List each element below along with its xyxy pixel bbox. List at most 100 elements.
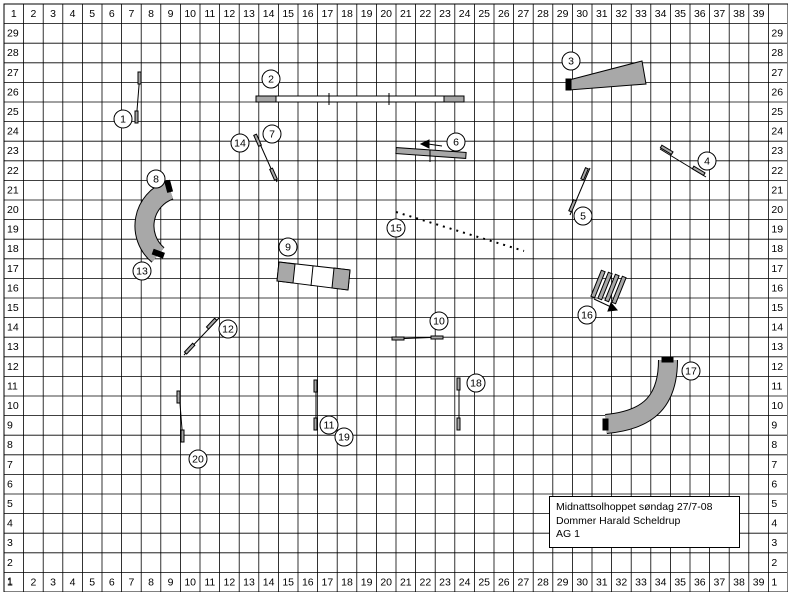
row-label-left: 19 — [7, 224, 19, 236]
row-label-left: 16 — [7, 282, 19, 294]
column-label-top: 37 — [714, 8, 726, 20]
obstacle-number-label: 19 — [338, 432, 350, 444]
obstacle-number-8: 8 — [146, 169, 166, 189]
obstacle-number-3: 3 — [561, 51, 581, 71]
obstacle-number-label: 5 — [580, 211, 586, 223]
column-label-top: 16 — [302, 8, 314, 20]
column-label-top: 10 — [184, 8, 196, 20]
row-labels-left: 2928272625242322212019181716151413121110… — [7, 28, 19, 589]
obstacle-number-label: 14 — [234, 138, 246, 150]
column-label-bottom: 11 — [204, 576, 215, 588]
jump-12 — [183, 317, 220, 356]
row-label-left: 22 — [7, 165, 19, 177]
row-label-right: 2 — [771, 557, 777, 569]
row-label-left: 15 — [7, 302, 19, 314]
closed-tunnel-9 — [276, 261, 351, 291]
row-label-right: 26 — [771, 86, 783, 98]
column-label-bottom: 39 — [753, 576, 765, 588]
column-label-bottom: 3 — [50, 576, 56, 588]
column-label-bottom: 10 — [184, 576, 196, 588]
jump-7-14 — [253, 133, 279, 183]
column-label-bottom: 15 — [282, 576, 294, 588]
column-label-top: 14 — [263, 8, 275, 20]
column-label-bottom: 22 — [420, 576, 432, 588]
row-label-left: 1 — [7, 576, 13, 588]
column-label-bottom: 6 — [109, 576, 115, 588]
row-label-left: 4 — [7, 518, 13, 530]
obstacle-number-label: 8 — [153, 174, 159, 186]
obstacle-number-label: 10 — [433, 316, 445, 328]
column-label-top: 39 — [753, 8, 765, 20]
column-label-top: 17 — [322, 8, 334, 20]
row-label-right: 21 — [771, 184, 783, 196]
row-label-left: 13 — [7, 341, 19, 353]
column-label-bottom: 31 — [596, 576, 608, 588]
column-label-top: 24 — [459, 8, 471, 20]
obstacle-number-6: 6 — [446, 132, 466, 152]
jump-5 — [568, 167, 591, 216]
row-label-right: 28 — [771, 47, 783, 59]
obstacle-number-label: 6 — [453, 137, 459, 149]
row-label-right: 14 — [771, 322, 783, 334]
obstacle-number-15: 15 — [386, 218, 406, 238]
column-label-bottom: 28 — [537, 576, 549, 588]
row-label-right: 19 — [771, 224, 783, 236]
column-label-bottom: 20 — [380, 576, 392, 588]
column-label-top: 5 — [89, 8, 95, 20]
obstacle-number-label: 9 — [285, 242, 291, 254]
column-label-bottom: 16 — [302, 576, 314, 588]
row-label-right: 23 — [771, 145, 783, 157]
row-label-right: 22 — [771, 165, 783, 177]
column-label-bottom: 32 — [616, 576, 628, 588]
obstacle-number-label: 11 — [324, 420, 335, 432]
obstacle-number-14: 14 — [230, 133, 250, 153]
row-label-left: 28 — [7, 47, 19, 59]
row-label-right: 12 — [771, 361, 783, 373]
column-label-top: 23 — [439, 8, 451, 20]
column-label-bottom: 4 — [70, 576, 76, 588]
column-label-top: 36 — [694, 8, 706, 20]
column-label-top: 2 — [30, 8, 36, 20]
row-label-left: 3 — [7, 537, 13, 549]
judge-name: Dommer Harald Scheldrup — [556, 514, 681, 527]
obstacle-number-label: 2 — [268, 74, 274, 86]
column-label-bottom: 14 — [263, 576, 275, 588]
row-label-right: 4 — [771, 518, 777, 530]
jump-20 — [176, 390, 185, 443]
class-label: AG 1 — [556, 528, 580, 540]
column-label-bottom: 13 — [243, 576, 255, 588]
column-label-bottom: 26 — [498, 576, 510, 588]
course-info-box: Midnattsolhoppet søndag 27/7-08 Dommer H… — [549, 496, 740, 548]
column-label-bottom: 25 — [478, 576, 490, 588]
obstacle-number-19: 19 — [334, 427, 354, 447]
column-label-top: 11 — [204, 8, 215, 20]
row-label-left: 10 — [7, 400, 19, 412]
row-label-left: 27 — [7, 67, 19, 79]
row-label-left: 24 — [7, 126, 19, 138]
jump-18 — [456, 377, 461, 431]
column-label-top: 29 — [557, 8, 569, 20]
obstacle-number-1: 1 — [113, 109, 133, 129]
column-label-bottom: 24 — [459, 576, 471, 588]
row-label-right: 24 — [771, 126, 783, 138]
column-label-top: 34 — [655, 8, 667, 20]
column-label-bottom: 29 — [557, 576, 569, 588]
obstacle-number-label: 18 — [470, 378, 482, 390]
column-label-top: 31 — [596, 8, 608, 20]
column-label-top: 35 — [674, 8, 686, 20]
row-label-right: 15 — [771, 302, 783, 314]
column-label-top: 19 — [361, 8, 373, 20]
row-label-left: 7 — [7, 459, 13, 471]
column-label-top: 25 — [478, 8, 490, 20]
obstacle-number-2: 2 — [261, 69, 281, 89]
obstacle-number-4: 4 — [697, 151, 717, 171]
obstacle-number-label: 12 — [222, 324, 234, 336]
row-label-left: 17 — [7, 263, 19, 275]
row-label-right: 3 — [771, 537, 777, 549]
row-label-right: 17 — [771, 263, 783, 275]
obstacle-number-label: 13 — [136, 266, 148, 278]
row-label-right: 8 — [771, 439, 777, 451]
obstacle-number-11: 11 — [319, 415, 339, 435]
row-label-left: 18 — [7, 243, 19, 255]
row-label-left: 23 — [7, 145, 19, 157]
